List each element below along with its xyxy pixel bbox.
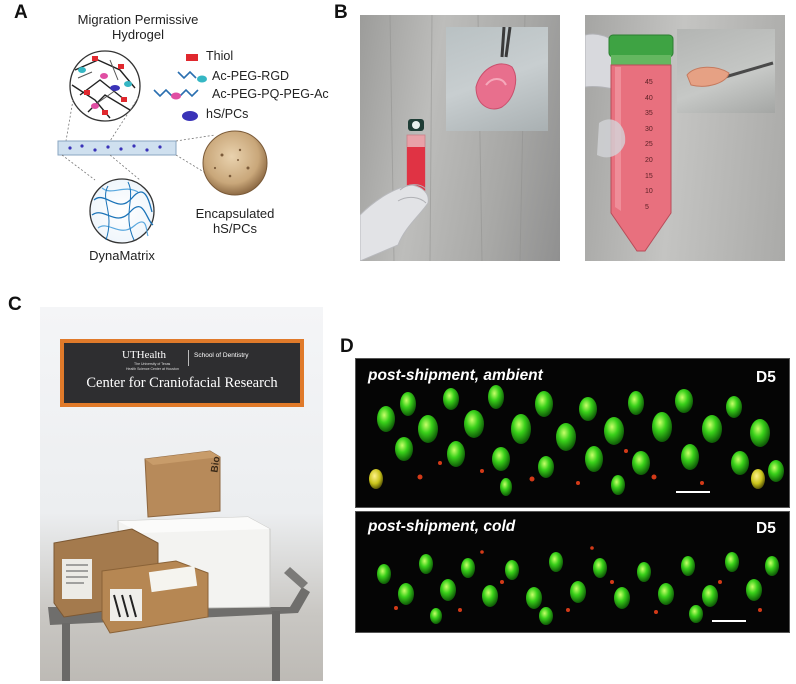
dynamatrix-label: DynaMatrix [89,248,155,263]
cell-icon [182,111,198,121]
cold-day-label: D5 [756,520,776,537]
encapsulated-label-line2: hS/PCs [212,221,258,236]
thiol-icon [186,54,198,61]
cold-scale-bar [712,620,746,622]
encapsulated-cells-image [202,130,268,196]
center-sign: UTHealth School of Dentistry The Univers… [60,339,304,407]
box-bio-text: Bio [209,455,223,474]
panel-a-letter: A [14,2,28,23]
ac-peg-rgd-icon [177,70,207,83]
dynamatrix-icon [89,178,155,244]
hydrogel-title-line2: Hydrogel [111,27,165,42]
gel-spatula-inset [677,29,775,113]
hydrogel-slab [57,140,177,156]
ambient-day-label: D5 [756,369,776,386]
gel-tweezers-inset [446,26,548,131]
sign-main-text: Center for Craniofacial Research [86,375,278,391]
sign-uthealth: UTHealth [122,349,166,361]
legend-ac-peg-rgd: Ac-PEG-RGD [212,69,290,83]
hydrogel-title-line1: Migration Permissive [77,12,199,27]
ambient-label: post-shipment, ambient [368,367,543,384]
panel-d-letter: D [340,336,354,357]
panel-b-letter: B [334,2,348,23]
encapsulated-label-line1: Encapsulated [195,206,275,221]
hydrogel-network-icon [69,50,141,122]
top-brown-box [144,450,221,518]
legend-thiol: Thiol [206,49,234,63]
legend-ac-peg-pq-peg-ac: Ac-PEG-PQ-PEG-Ac [212,87,329,101]
panel-c-letter: C [8,294,22,315]
legend-hspcs: hS/PCs [206,107,249,121]
micrograph-ambient: post-shipment, ambient D5 [355,358,790,508]
panel-a-schematic [57,50,268,244]
cart-handle [284,567,308,589]
live-cells-cold [377,546,779,625]
shipment-boxes-photo: UTHealth School of Dentistry The Univers… [40,307,323,681]
tube-body [610,64,672,252]
sign-univ-1: The University of Texas [134,362,171,366]
ambient-scale-bar [676,491,710,493]
boxes-scene [48,450,310,681]
tube-cap [608,34,674,58]
micrograph-cold: post-shipment, cold D5 [355,511,790,633]
cold-label: post-shipment, cold [368,518,516,535]
ac-peg-pq-peg-ac-icon [153,88,199,100]
live-cells-ambient [369,385,784,496]
small-vial-photo [360,15,560,261]
gloved-hand [360,184,429,261]
sign-univ-2: Health Science Center at Houston [126,367,179,371]
sign-school: School of Dentistry [194,352,249,359]
